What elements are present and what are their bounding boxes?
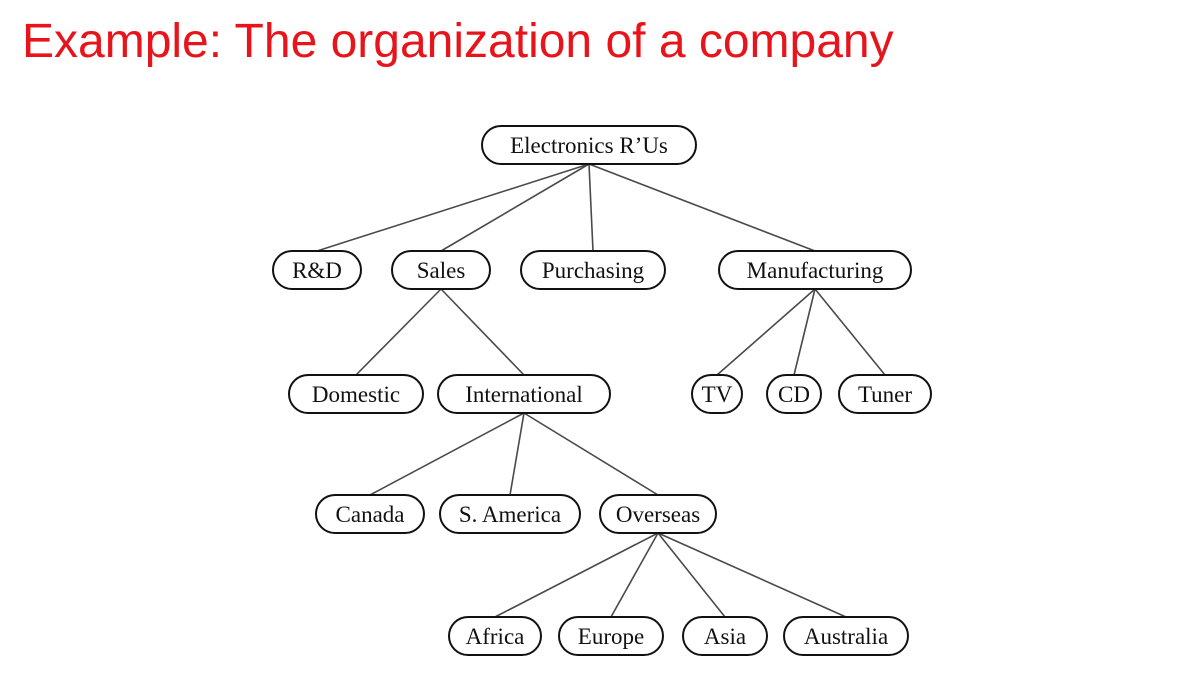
edge-overseas-to-australia — [657, 532, 847, 618]
node-box — [599, 494, 717, 534]
node-electronics-r-us: Electronics R’Us — [481, 125, 697, 165]
node-box — [288, 374, 424, 414]
edge-manufacturing-to-tuner — [814, 288, 886, 376]
node-label: Tuner — [858, 382, 912, 407]
node-box — [783, 616, 909, 656]
node-africa: Africa — [448, 616, 542, 656]
node-domestic: Domestic — [288, 374, 424, 414]
node-label: Africa — [466, 624, 525, 649]
node-label: Asia — [704, 624, 746, 649]
node-australia: Australia — [783, 616, 909, 656]
node-label: Canada — [336, 502, 405, 527]
node-asia: Asia — [682, 616, 768, 656]
node-label: S. America — [459, 502, 561, 527]
node-tuner: Tuner — [838, 374, 932, 414]
slide-title: Example: The organization of a company — [22, 15, 894, 68]
node-label: Sales — [417, 258, 466, 283]
edge-sales-to-domestic — [355, 288, 442, 376]
node-r-d: R&D — [272, 250, 362, 290]
node-box — [520, 250, 666, 290]
node-overseas: Overseas — [599, 494, 717, 534]
edge-overseas-to-europe — [610, 532, 659, 618]
node-box — [766, 374, 822, 414]
edge-electronics-r-us-to-r-d — [316, 163, 590, 252]
edge-international-to-overseas — [523, 412, 659, 496]
node-box — [691, 374, 743, 414]
node-box — [391, 250, 491, 290]
node-canada: Canada — [315, 494, 425, 534]
edge-international-to-s-america — [509, 412, 525, 496]
node-box — [682, 616, 768, 656]
node-label: CD — [778, 382, 810, 407]
node-label: Domestic — [312, 382, 400, 407]
edge-international-to-canada — [369, 412, 525, 496]
node-box — [437, 374, 611, 414]
node-cd: CD — [766, 374, 822, 414]
node-label: Australia — [804, 624, 888, 649]
edge-overseas-to-africa — [494, 532, 659, 618]
node-label: Electronics R’Us — [510, 133, 668, 158]
edge-electronics-r-us-to-sales — [440, 163, 590, 252]
node-label: Europe — [578, 624, 644, 649]
node-label: TV — [702, 382, 733, 407]
node-box — [558, 616, 664, 656]
node-europe: Europe — [558, 616, 664, 656]
node-s-america: S. America — [439, 494, 581, 534]
edge-electronics-r-us-to-purchasing — [588, 163, 594, 252]
edge-overseas-to-asia — [657, 532, 726, 618]
node-box — [718, 250, 912, 290]
node-box — [838, 374, 932, 414]
edge-manufacturing-to-tv — [716, 288, 816, 376]
node-box — [315, 494, 425, 534]
node-label: R&D — [292, 258, 342, 283]
node-box — [272, 250, 362, 290]
edge-manufacturing-to-cd — [793, 288, 816, 376]
edge-electronics-r-us-to-manufacturing — [588, 163, 816, 252]
node-tv: TV — [691, 374, 743, 414]
node-label: Purchasing — [542, 258, 645, 283]
tree-edges — [316, 163, 886, 618]
node-purchasing: Purchasing — [520, 250, 666, 290]
node-box — [448, 616, 542, 656]
edge-sales-to-international — [440, 288, 525, 376]
node-sales: Sales — [391, 250, 491, 290]
node-label: Manufacturing — [747, 258, 884, 283]
node-box — [481, 125, 697, 165]
node-international: International — [437, 374, 611, 414]
node-label: International — [465, 382, 583, 407]
node-label: Overseas — [616, 502, 700, 527]
node-box — [439, 494, 581, 534]
node-manufacturing: Manufacturing — [718, 250, 912, 290]
